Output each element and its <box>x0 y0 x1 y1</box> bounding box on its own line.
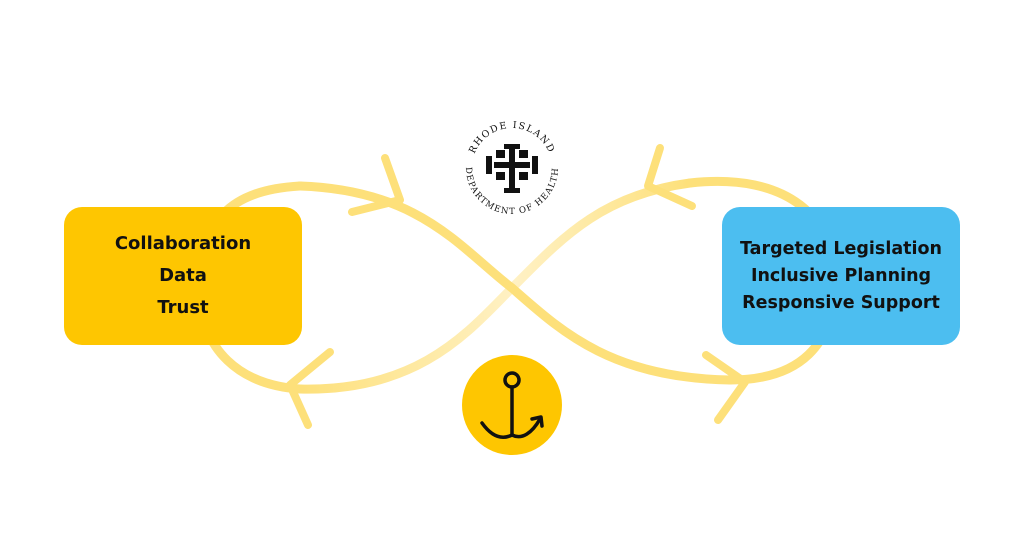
left-box: Collaboration Data Trust <box>64 207 302 345</box>
arrowhead-bottom-left <box>286 348 334 429</box>
arrowhead-top-left <box>348 154 404 216</box>
arrowhead-top-right <box>644 144 696 210</box>
left-box-line-2: Data <box>159 265 207 286</box>
anchor-badge <box>462 355 562 455</box>
arrowhead-bottom-right <box>702 351 749 424</box>
seal-emblem-icon <box>486 144 538 193</box>
anchor-icon <box>480 371 544 439</box>
rhode-island-department-of-health-seal: RHODE ISLAND DEPARTMENT OF HEALTH <box>463 120 560 217</box>
left-box-line-1: Collaboration <box>114 233 252 254</box>
right-box-line-3: Responsive Support <box>742 292 940 313</box>
left-box-line-3: Trust <box>157 297 209 318</box>
right-box: Targeted Legislation Inclusive Planning … <box>722 207 960 345</box>
right-box-line-1: Targeted Legislation <box>740 238 942 259</box>
right-box-line-2: Inclusive Planning <box>750 265 932 286</box>
